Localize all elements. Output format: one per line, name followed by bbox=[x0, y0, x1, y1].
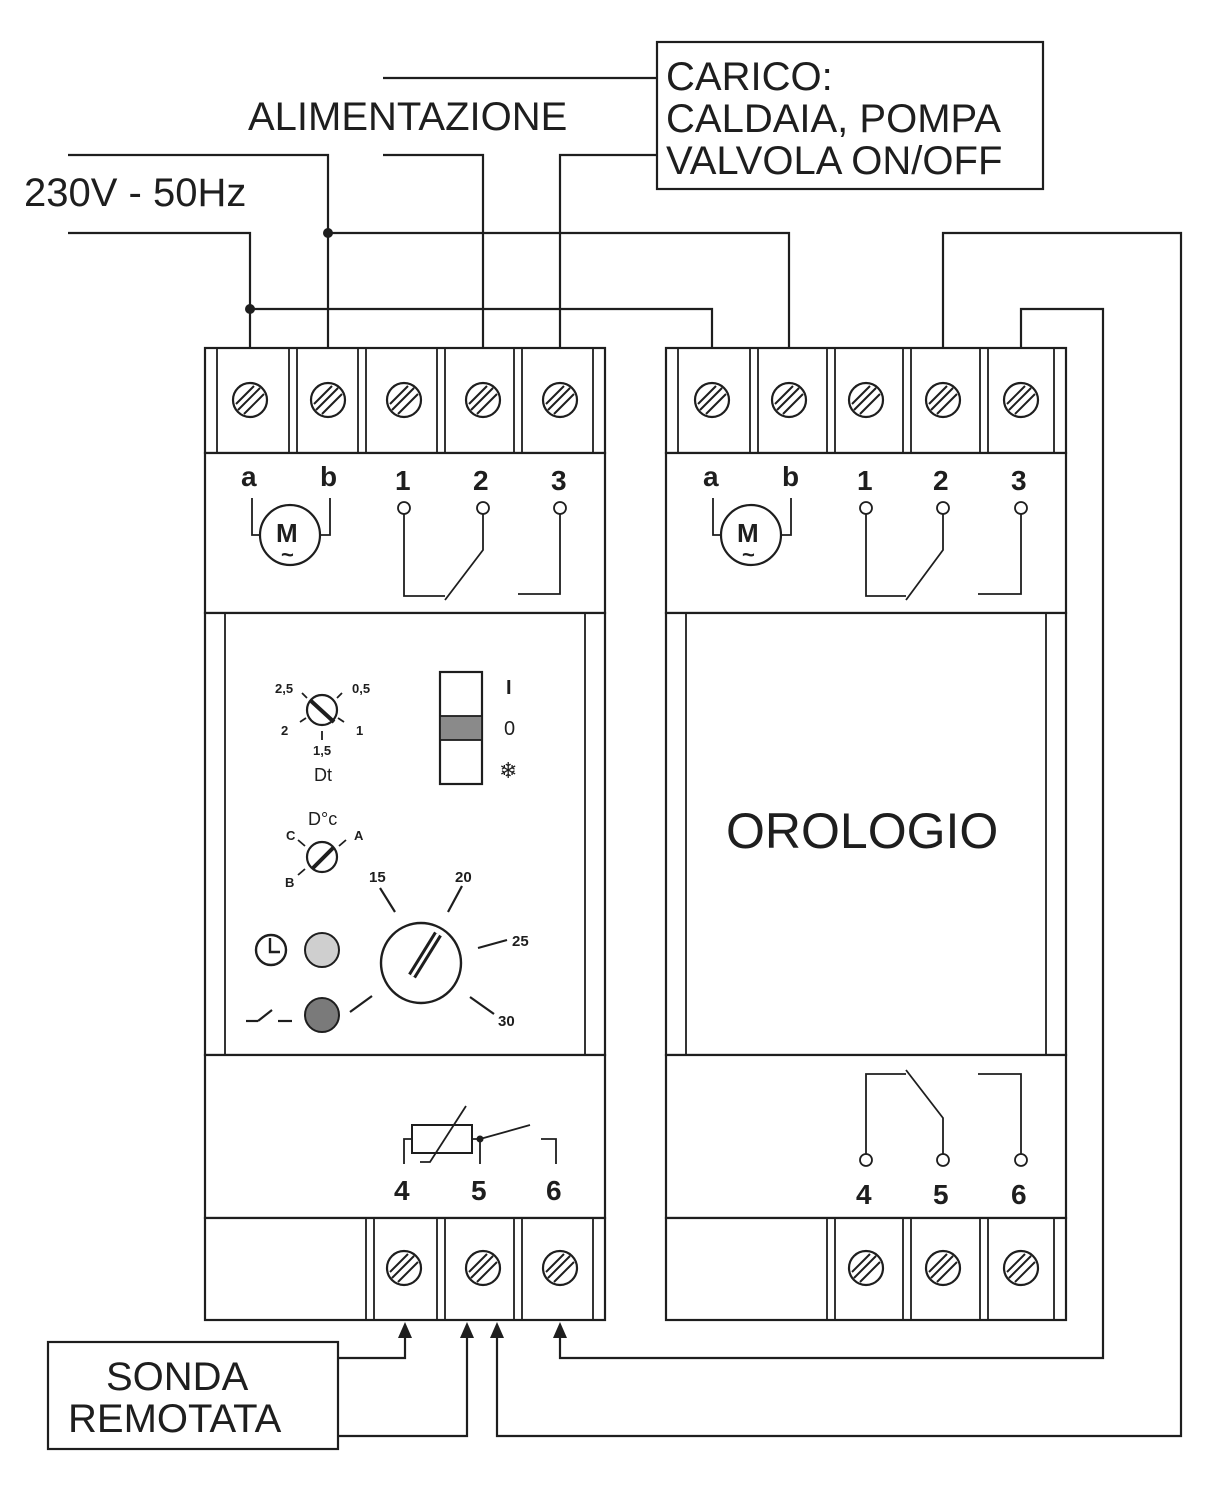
dt-tick-1: 1 bbox=[356, 723, 363, 738]
dt-tick-0-5: 0,5 bbox=[352, 681, 370, 696]
probe-label-line2: REMOTATA bbox=[68, 1397, 282, 1441]
motor-icon: M ~ bbox=[251, 498, 331, 567]
thermostat-module: a b 1 2 3 M ~ bbox=[203, 346, 607, 1322]
load-box: CARICO: CALDAIA, POMPA VALVOLA ON/OFF bbox=[655, 40, 1045, 191]
probe-box: SONDA REMOTATA bbox=[46, 1340, 340, 1451]
top-wires bbox=[68, 76, 1183, 1438]
clock-motor-symbol: M bbox=[737, 518, 759, 548]
terminal-screw-b bbox=[309, 381, 347, 419]
switch-label-on: I bbox=[506, 677, 512, 699]
clock-icon bbox=[254, 933, 288, 967]
clock-motor-icon: M ~ bbox=[712, 498, 792, 567]
thermistor-icon bbox=[403, 1105, 557, 1164]
clock-led bbox=[304, 932, 340, 968]
terminal-label-b: b bbox=[320, 461, 337, 492]
terminal-label-3: 3 bbox=[551, 465, 567, 496]
terminal-screw-2 bbox=[464, 381, 502, 419]
clock-terminal-label-4: 4 bbox=[856, 1179, 872, 1210]
clock-terminal-screw-4 bbox=[847, 1249, 885, 1287]
clock-terminal-screw-a bbox=[693, 381, 731, 419]
clock-terminal-label-b: b bbox=[782, 461, 799, 492]
clock-terminal-screw-2 bbox=[924, 381, 962, 419]
switch-label-off: 0 bbox=[504, 718, 515, 740]
terminal-screw-5 bbox=[464, 1249, 502, 1287]
motor-tilde: ~ bbox=[281, 542, 294, 567]
power-label: ALIMENTAZIONE bbox=[248, 95, 567, 139]
deg-tick-c: C bbox=[286, 828, 296, 843]
clock-terminal-label-5: 5 bbox=[933, 1179, 949, 1210]
clock-terminal-label-6: 6 bbox=[1011, 1179, 1027, 1210]
bottom-wires bbox=[338, 1322, 567, 1438]
dt-tick-2-5: 2,5 bbox=[275, 681, 293, 696]
terminal-screw-4 bbox=[385, 1249, 423, 1287]
clock-bottom-contact-icon bbox=[859, 1069, 1028, 1167]
clock-module-label: OROLOGIO bbox=[726, 803, 998, 859]
temperature-dial[interactable]: 15 20 25 30 bbox=[349, 869, 529, 1030]
clock-motor-tilde: ~ bbox=[742, 542, 755, 567]
clock-relay-contact-icon bbox=[859, 501, 1028, 601]
dt-label: Dt bbox=[314, 765, 332, 785]
terminal-screw-a bbox=[231, 381, 269, 419]
deg-dial[interactable]: D°c C A B bbox=[285, 809, 364, 890]
relay-contact-icon bbox=[397, 501, 567, 601]
deg-tick-b: B bbox=[285, 875, 294, 890]
dt-tick-2: 2 bbox=[281, 723, 288, 738]
terminal-label-1: 1 bbox=[395, 465, 411, 496]
supply-label: 230V - 50Hz bbox=[24, 171, 246, 215]
load-label-line3: VALVOLA ON/OFF bbox=[666, 139, 1002, 183]
clock-terminal-label-1: 1 bbox=[857, 465, 873, 496]
dt-tick-1-5: 1,5 bbox=[313, 743, 331, 758]
terminal-screw-1 bbox=[385, 381, 423, 419]
clock-terminal-screw-3 bbox=[1002, 381, 1040, 419]
clock-terminal-screw-6 bbox=[1002, 1249, 1040, 1287]
load-label-line2: CALDAIA, POMPA bbox=[666, 97, 1001, 141]
terminal-label-2: 2 bbox=[473, 465, 489, 496]
clock-terminal-screw-b bbox=[770, 381, 808, 419]
deg-dial-label: D°c bbox=[308, 809, 337, 829]
clock-terminal-label-2: 2 bbox=[933, 465, 949, 496]
deg-tick-a: A bbox=[354, 828, 364, 843]
clock-terminal-screw-5 bbox=[924, 1249, 962, 1287]
terminal-screw-3 bbox=[541, 381, 579, 419]
snowflake-icon: ❄ bbox=[499, 758, 517, 783]
temp-tick-30: 30 bbox=[498, 1013, 515, 1030]
load-label-line1: CARICO: bbox=[666, 55, 833, 99]
temp-tick-25: 25 bbox=[512, 933, 529, 950]
terminal-label-5: 5 bbox=[471, 1175, 487, 1206]
terminal-label-6: 6 bbox=[546, 1175, 562, 1206]
clock-terminal-label-3: 3 bbox=[1011, 465, 1027, 496]
terminal-screw-6 bbox=[541, 1249, 579, 1287]
terminal-label-a: a bbox=[241, 461, 257, 492]
clock-terminal-label-a: a bbox=[703, 461, 719, 492]
clock-terminal-screw-1 bbox=[847, 381, 885, 419]
temp-tick-20: 20 bbox=[455, 869, 472, 886]
temp-tick-15: 15 bbox=[369, 869, 386, 886]
relay-led bbox=[304, 997, 340, 1033]
probe-label-line1: SONDA bbox=[106, 1355, 249, 1399]
clock-module: a b 1 2 3 M ~ OROLOGIO bbox=[664, 346, 1068, 1322]
motor-symbol: M bbox=[276, 518, 298, 548]
mode-switch[interactable]: I 0 ❄ bbox=[438, 670, 517, 786]
terminal-label-4: 4 bbox=[394, 1175, 410, 1206]
switch-contact-icon bbox=[246, 1009, 292, 1023]
dt-dial[interactable]: 2,5 0,5 2 1 1,5 Dt bbox=[275, 681, 370, 785]
